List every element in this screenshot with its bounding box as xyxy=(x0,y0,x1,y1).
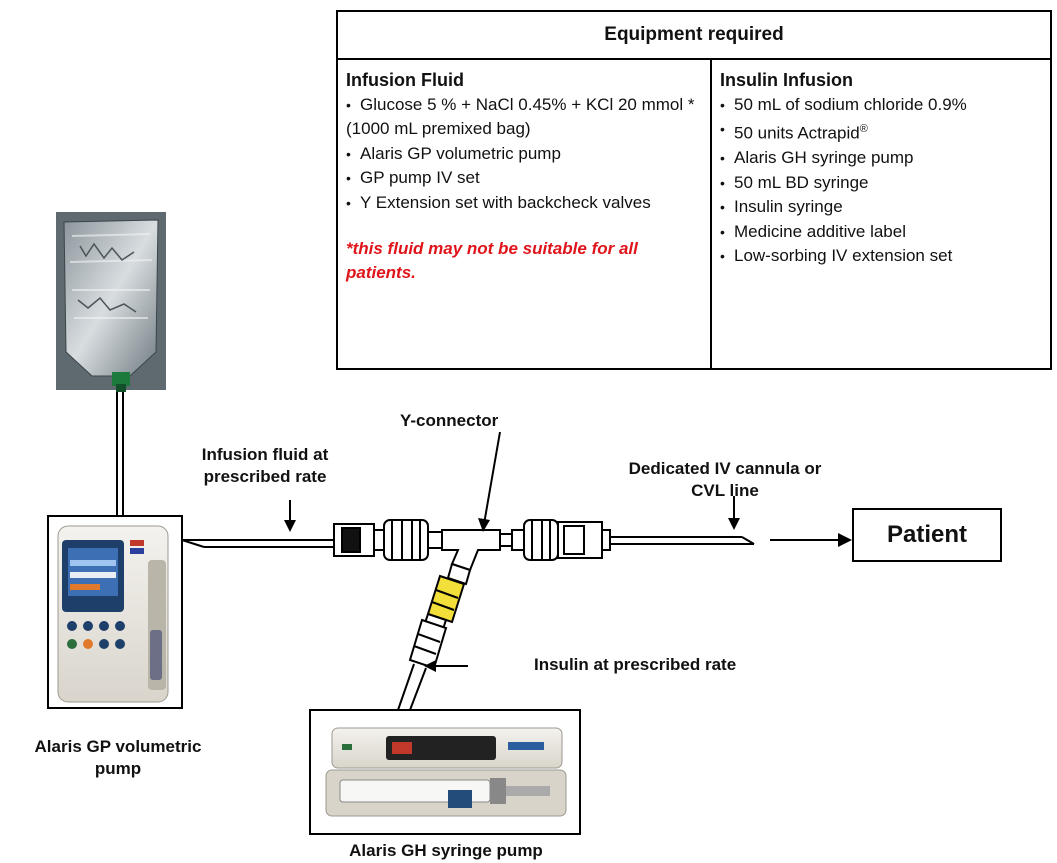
label-line: pump xyxy=(12,758,224,780)
left-connector xyxy=(334,520,442,560)
arrow-y-connector xyxy=(478,432,500,532)
iv-bag-icon xyxy=(56,212,166,392)
dedicated-line-label: Dedicated IV cannula or CVL line xyxy=(600,458,850,502)
y-connector-label: Y-connector xyxy=(400,410,498,432)
infusion-fluid-label: Infusion fluid at prescribed rate xyxy=(170,444,360,488)
label-line: CVL line xyxy=(600,480,850,502)
right-connector xyxy=(512,520,610,560)
label-line: prescribed rate xyxy=(170,466,360,488)
gp-pump-icon xyxy=(48,516,182,708)
insulin-rate-label: Insulin at prescribed rate xyxy=(534,654,736,676)
label-line: Alaris GP volumetric xyxy=(12,736,224,758)
gh-syringe-pump-icon xyxy=(310,710,580,834)
gh-pump-label: Alaris GH syringe pump xyxy=(300,840,592,862)
patient-box: Patient xyxy=(852,508,1002,562)
label-line: Dedicated IV cannula or xyxy=(600,458,850,480)
gp-pump-label: Alaris GP volumetric pump xyxy=(12,736,224,780)
lower-branch xyxy=(410,564,470,668)
label-line: Infusion fluid at xyxy=(170,444,360,466)
arrow-infusion-fluid xyxy=(284,500,296,532)
